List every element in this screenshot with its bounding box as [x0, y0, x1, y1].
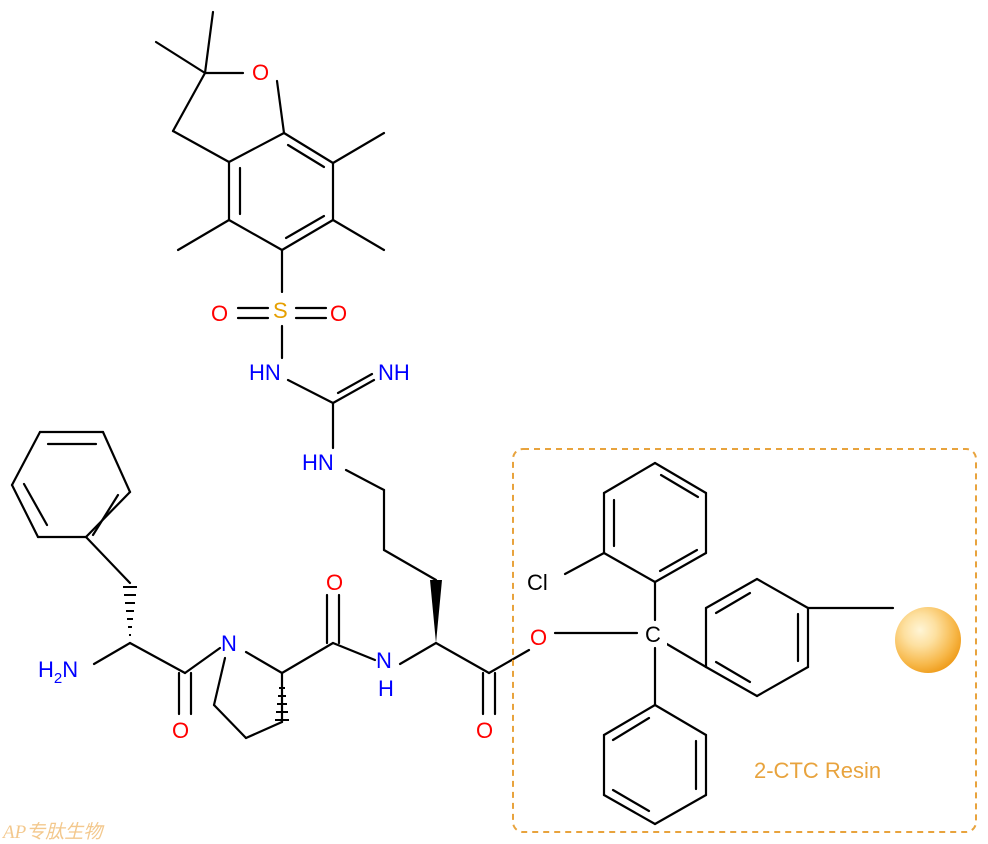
arg-carbonyl-oxygen: O — [476, 718, 493, 743]
guanidine-imine: NH — [378, 360, 410, 385]
pbf-ring-oxygen: O — [252, 60, 269, 85]
watermark-logo: AP专肽生物 — [1, 822, 105, 843]
ester-oxygen: O — [530, 625, 547, 650]
amide-nitrogen: N — [376, 648, 392, 673]
guanidine-nh-sulfonyl: HN — [249, 360, 281, 385]
resin-dashed-box — [512, 448, 977, 833]
amide-hydrogen: H — [378, 676, 394, 701]
stereo-bonds — [123, 580, 442, 721]
resin-label: 2-CTC Resin — [754, 758, 881, 783]
amine-group: H2N — [38, 657, 78, 687]
trityl-carbon: C — [645, 622, 661, 647]
atom-labels: O S O O HN NH HN H2N O N O N H O O Cl C — [38, 58, 667, 743]
pro-nitrogen: N — [221, 631, 237, 656]
sulfonyl-oxygen-left: O — [211, 301, 228, 326]
guanidine-nh-chain: HN — [302, 450, 334, 475]
phe-carbonyl-oxygen: O — [172, 718, 189, 743]
chlorine-atom: Cl — [527, 570, 548, 595]
resin-bead — [895, 607, 961, 673]
sulfonyl-sulfur: S — [273, 298, 288, 323]
bond-network — [10, 10, 895, 826]
pro-carbonyl-oxygen: O — [326, 570, 343, 595]
sulfonyl-oxygen-right: O — [330, 301, 347, 326]
